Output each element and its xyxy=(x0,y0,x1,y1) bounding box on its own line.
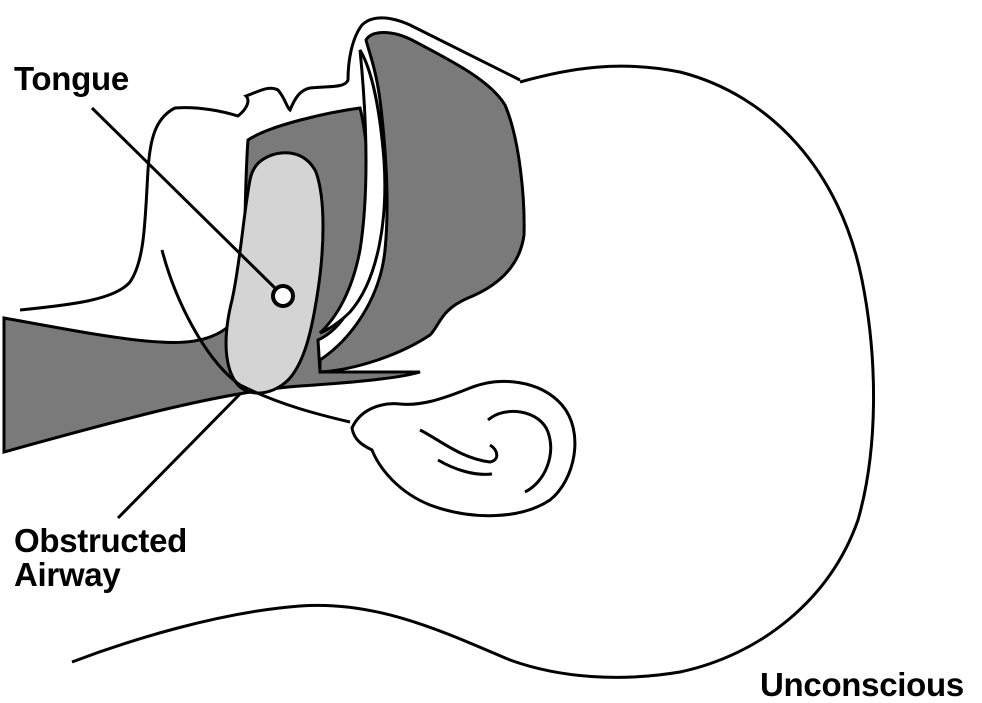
unconscious-caption: Unconscious xyxy=(760,668,964,702)
tongue-label-text: Tongue xyxy=(14,62,129,96)
obstructed-airway-label: Obstructed Airway xyxy=(14,524,187,592)
tongue-label: Tongue xyxy=(14,62,129,96)
tongue-marker xyxy=(273,286,293,306)
obstructed-label-line1: Obstructed xyxy=(14,524,187,558)
obstructed-label-line2: Airway xyxy=(14,558,187,592)
unconscious-caption-text: Unconscious xyxy=(760,668,964,702)
